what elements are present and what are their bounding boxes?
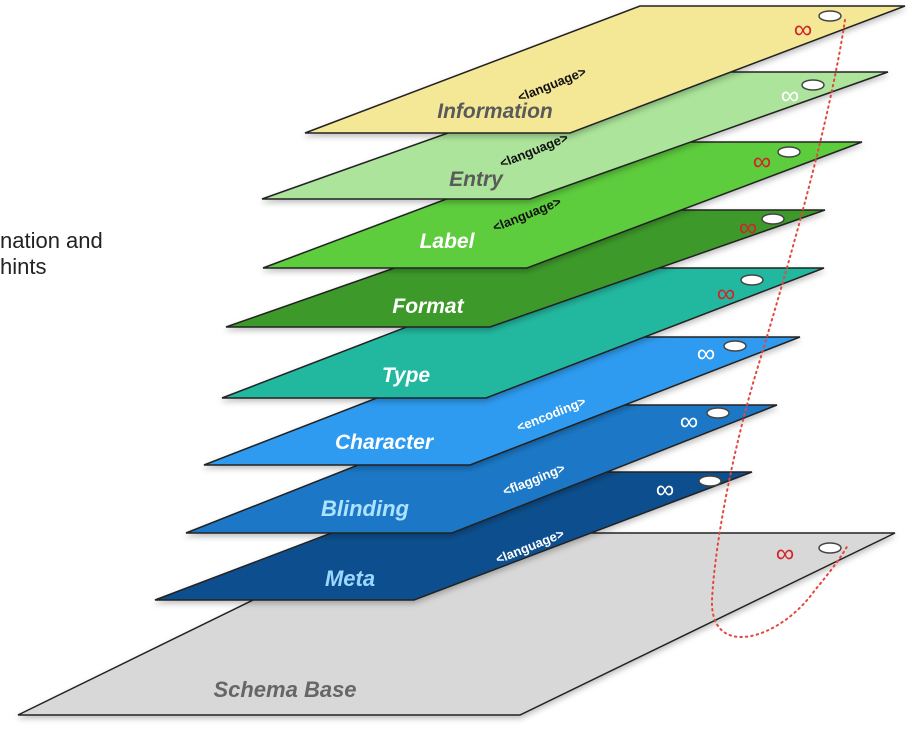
layer-name-information: Information [437, 100, 553, 123]
infinity-icon: ∞ [794, 14, 813, 44]
layer-name-blinding: Blinding [321, 496, 410, 521]
layers-group: Schema Base∞Meta<language>∞Blinding<flag… [17, 5, 906, 716]
connector-hole-icon [698, 475, 722, 487]
layer-name-label: Label [420, 230, 476, 253]
side-note-line-2: hints [0, 254, 47, 279]
infinity-icon: ∞ [656, 474, 675, 504]
connector-hole-icon [706, 407, 730, 419]
connector-hole-icon [818, 542, 842, 554]
layer-label: Label<language>∞ [262, 141, 863, 269]
layer-name-meta: Meta [325, 566, 375, 591]
connector-hole-icon [761, 213, 785, 225]
layer-plane-information [304, 5, 906, 134]
connector-hole-icon [801, 79, 825, 91]
connector-hole-icon [777, 146, 801, 158]
side-note-line-1: nation and [0, 228, 103, 253]
layer-name-type: Type [382, 364, 431, 387]
connector-hole-icon [723, 340, 747, 352]
connector-hole-icon [740, 274, 764, 286]
connector-hole-icon [818, 10, 842, 22]
infinity-icon: ∞ [717, 278, 736, 308]
dotted-connector-line [710, 19, 849, 638]
infinity-icon: ∞ [781, 80, 800, 110]
layer-name-format: Format [392, 295, 464, 318]
layer-name-entry: Entry [449, 168, 504, 191]
infinity-icon: ∞ [697, 338, 716, 368]
layer-name-character: Character [335, 431, 435, 454]
layer-entry: Entry<language>∞ [261, 71, 889, 200]
layer-name-schema-base: Schema Base [213, 677, 356, 702]
side-note: nation and hints [0, 228, 103, 280]
infinity-icon: ∞ [776, 538, 795, 568]
layer-information: Information<language>∞ [304, 5, 906, 134]
infinity-icon: ∞ [739, 212, 758, 242]
infinity-icon: ∞ [680, 406, 699, 436]
layer-schema-base: Schema Base ∞ [17, 532, 896, 716]
infinity-icon: ∞ [753, 146, 772, 176]
